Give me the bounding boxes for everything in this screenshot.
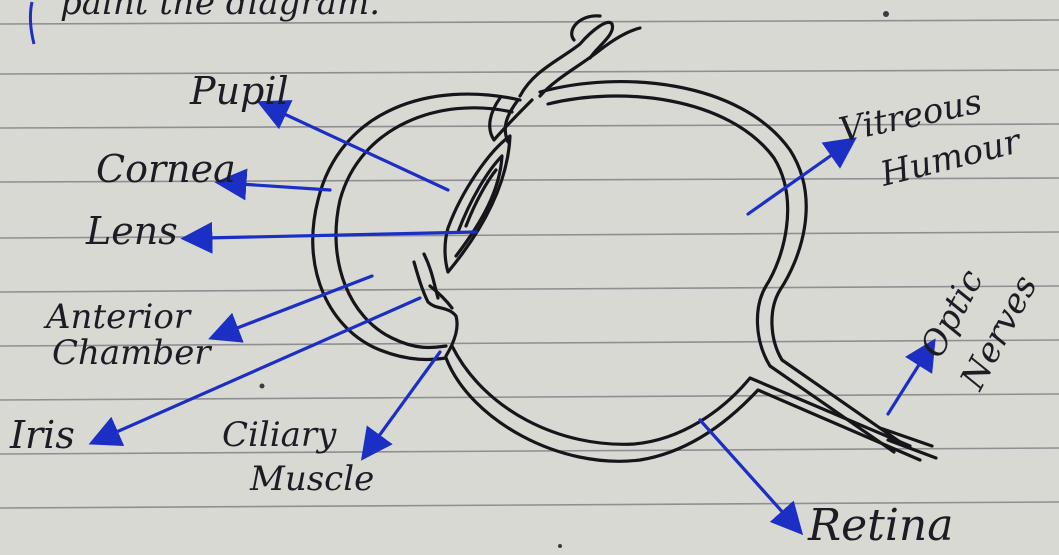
label-cornea: Cornea — [96, 147, 236, 191]
label-anterior-chamber-2: Chamber — [52, 333, 212, 373]
label-ciliary-muscle-1: Ciliary — [222, 415, 337, 455]
cornea-arrow — [240, 184, 330, 190]
vitreous-humour-arrow — [748, 152, 836, 214]
label-lens: Lens — [85, 209, 178, 253]
pupil-arrow — [280, 112, 448, 190]
anterior-chamber-arrow — [232, 276, 372, 330]
label-retina: Retina — [807, 500, 954, 551]
label-iris: Iris — [9, 413, 75, 457]
margin-mark — [30, 2, 34, 44]
label-ciliary-muscle-2: Muscle — [249, 459, 374, 499]
label-pupil: Pupil — [189, 69, 289, 113]
header-fragment: paint the diagram. — [60, 0, 380, 23]
optic-nerves-arrow — [888, 360, 922, 414]
label-anterior-chamber-1: Anterior — [43, 297, 192, 337]
retina-arrow — [700, 420, 786, 516]
ciliary-muscle-arrow — [376, 352, 440, 440]
